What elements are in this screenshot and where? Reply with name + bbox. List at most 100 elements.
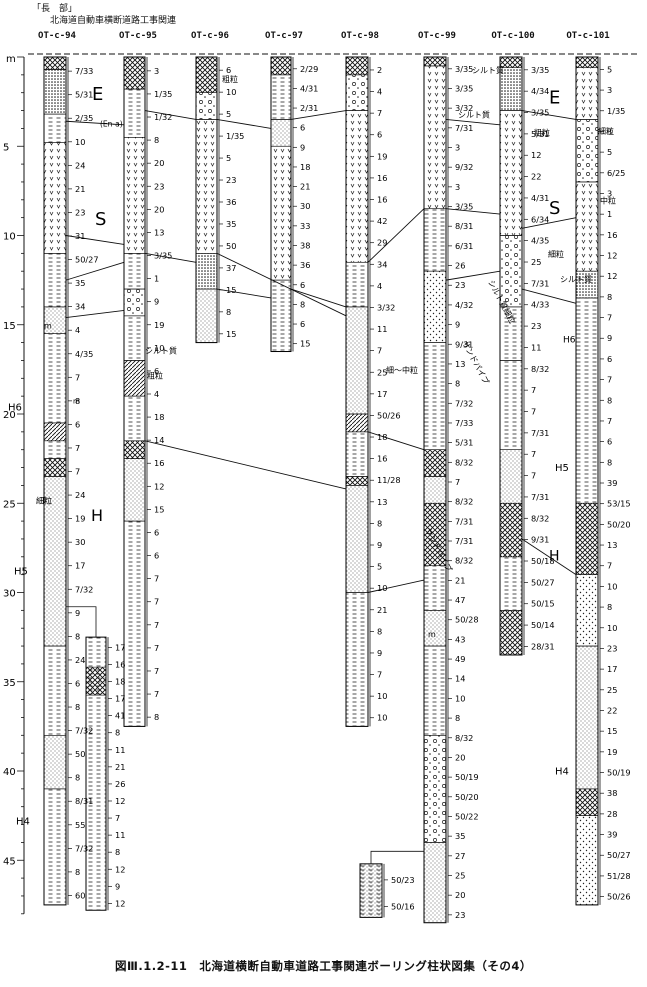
n-value-label: 22 (607, 705, 617, 715)
n-value-label: 7/33 (455, 418, 473, 428)
n-value-label: 1/35 (226, 131, 244, 141)
n-value-label: 18 (300, 162, 310, 172)
n-value-label: 25 (607, 685, 617, 695)
n-value-label: 3/35 (531, 65, 549, 75)
n-value-label: 3 (455, 143, 460, 153)
n-value-label: 9 (154, 297, 159, 307)
depth-tick-label: 10 (3, 232, 16, 243)
n-value-label: 3/35 (455, 202, 473, 212)
n-value-label: 4/31 (531, 193, 549, 203)
soil-note: 粗粒 (222, 74, 238, 84)
n-value-label: 50/19 (455, 772, 479, 782)
n-value-label: 51/28 (607, 871, 631, 881)
soil-layer (123, 458, 146, 522)
soil-layer (575, 67, 599, 120)
soil-layer (123, 315, 146, 361)
n-value-label: 13 (455, 359, 465, 369)
soil-layer (423, 208, 447, 272)
n-value-label: 11 (377, 324, 387, 334)
n-value-label: 7 (75, 443, 80, 453)
n-value-label: 8/32 (455, 556, 473, 566)
n-value-label: 23 (607, 643, 617, 653)
n-value-label: 9/32 (455, 162, 473, 172)
stratum-boundary-line (367, 579, 425, 593)
soil-layer (123, 520, 146, 727)
n-value-label: 16 (377, 454, 387, 464)
soil-note: 粗粒 (147, 370, 163, 380)
n-value-label: 10 (377, 583, 387, 593)
n-value-label: 3 (607, 188, 612, 198)
n-value-label: 4/32 (455, 300, 473, 310)
n-value-label: 8 (154, 135, 159, 145)
soil-layer (345, 261, 369, 308)
soil-layer (499, 449, 523, 504)
soil-layer (195, 119, 218, 254)
soil-note: シルト質 (560, 274, 592, 284)
n-value-label: 16 (154, 458, 164, 468)
n-value-label: 2/29 (300, 64, 318, 74)
column-outline (43, 56, 67, 906)
n-value-label: 7 (154, 597, 159, 607)
soil-layer (270, 74, 292, 120)
borehole-columns: 7/335/312/35102421233150/27353444/357867… (43, 56, 631, 924)
n-value-label: 12 (607, 251, 617, 261)
soil-layer (270, 56, 292, 76)
n-value-label: 50/14 (531, 620, 555, 630)
n-value-label: 15 (154, 504, 164, 514)
borehole-column: 247619161642293443/32117251750/26181611/… (345, 56, 401, 727)
n-value-label: 1 (607, 209, 612, 219)
n-value-label: 21 (75, 184, 85, 194)
soil-layer (423, 65, 447, 210)
n-value-label: 1/35 (154, 89, 172, 99)
n-value-label: 7 (154, 620, 159, 630)
n-value-label: 9/31 (455, 339, 473, 349)
stratum-boundary-line (521, 217, 577, 229)
n-value-label: 1/35 (607, 106, 625, 116)
n-value-label: 7/32 (75, 726, 93, 736)
soil-layer (345, 431, 369, 477)
n-value-label: 8 (75, 631, 80, 641)
soil-layer (575, 181, 599, 272)
n-value-label: 8 (377, 626, 382, 636)
n-value-label: 50/26 (377, 410, 401, 420)
n-value-label: 24 (75, 655, 85, 665)
soil-layer (270, 145, 292, 281)
soil-layer (575, 119, 599, 183)
n-value-label: 50/20 (607, 519, 631, 529)
n-value-label: 7 (154, 666, 159, 676)
n-value-label: 2/35 (75, 113, 93, 123)
n-value-label: 9 (300, 142, 305, 152)
soil-note: シルト質 (145, 345, 177, 355)
n-value-label: 23 (455, 280, 465, 290)
soil-layer (575, 56, 599, 69)
n-value-label: 7 (75, 372, 80, 382)
stratum-label: H (549, 548, 560, 564)
n-value-label: 39 (607, 478, 617, 488)
n-value-label: 16 (115, 659, 125, 669)
n-value-label: 6/25 (607, 168, 625, 178)
n-value-label: 10 (226, 87, 236, 97)
n-value-label: 50/16 (391, 902, 415, 912)
column-outline (575, 56, 599, 906)
stratum-boundary-line (216, 288, 272, 299)
soil-note: シルト質 (472, 65, 504, 75)
soil-layer (575, 574, 599, 647)
soil-layer (195, 253, 218, 290)
soil-layer (123, 88, 146, 138)
correlation-lines (65, 110, 577, 593)
n-value-label: 20 (455, 890, 465, 900)
stratum-label: H6 (8, 402, 22, 413)
n-value-label: 7 (607, 416, 612, 426)
n-value-label: 10 (455, 693, 465, 703)
n-value-label: 19 (75, 514, 85, 524)
n-value-label: 36 (300, 260, 310, 270)
stratum-label: H6 (563, 336, 576, 346)
soil-layer (123, 137, 146, 254)
n-value-label: 4 (75, 325, 80, 335)
n-value-label: 19 (377, 151, 387, 161)
n-value-label: 43 (455, 634, 465, 644)
stratum-boundary-line (445, 119, 501, 126)
n-value-label: 4/31 (300, 83, 318, 93)
n-value-label: 4/34 (531, 86, 549, 96)
